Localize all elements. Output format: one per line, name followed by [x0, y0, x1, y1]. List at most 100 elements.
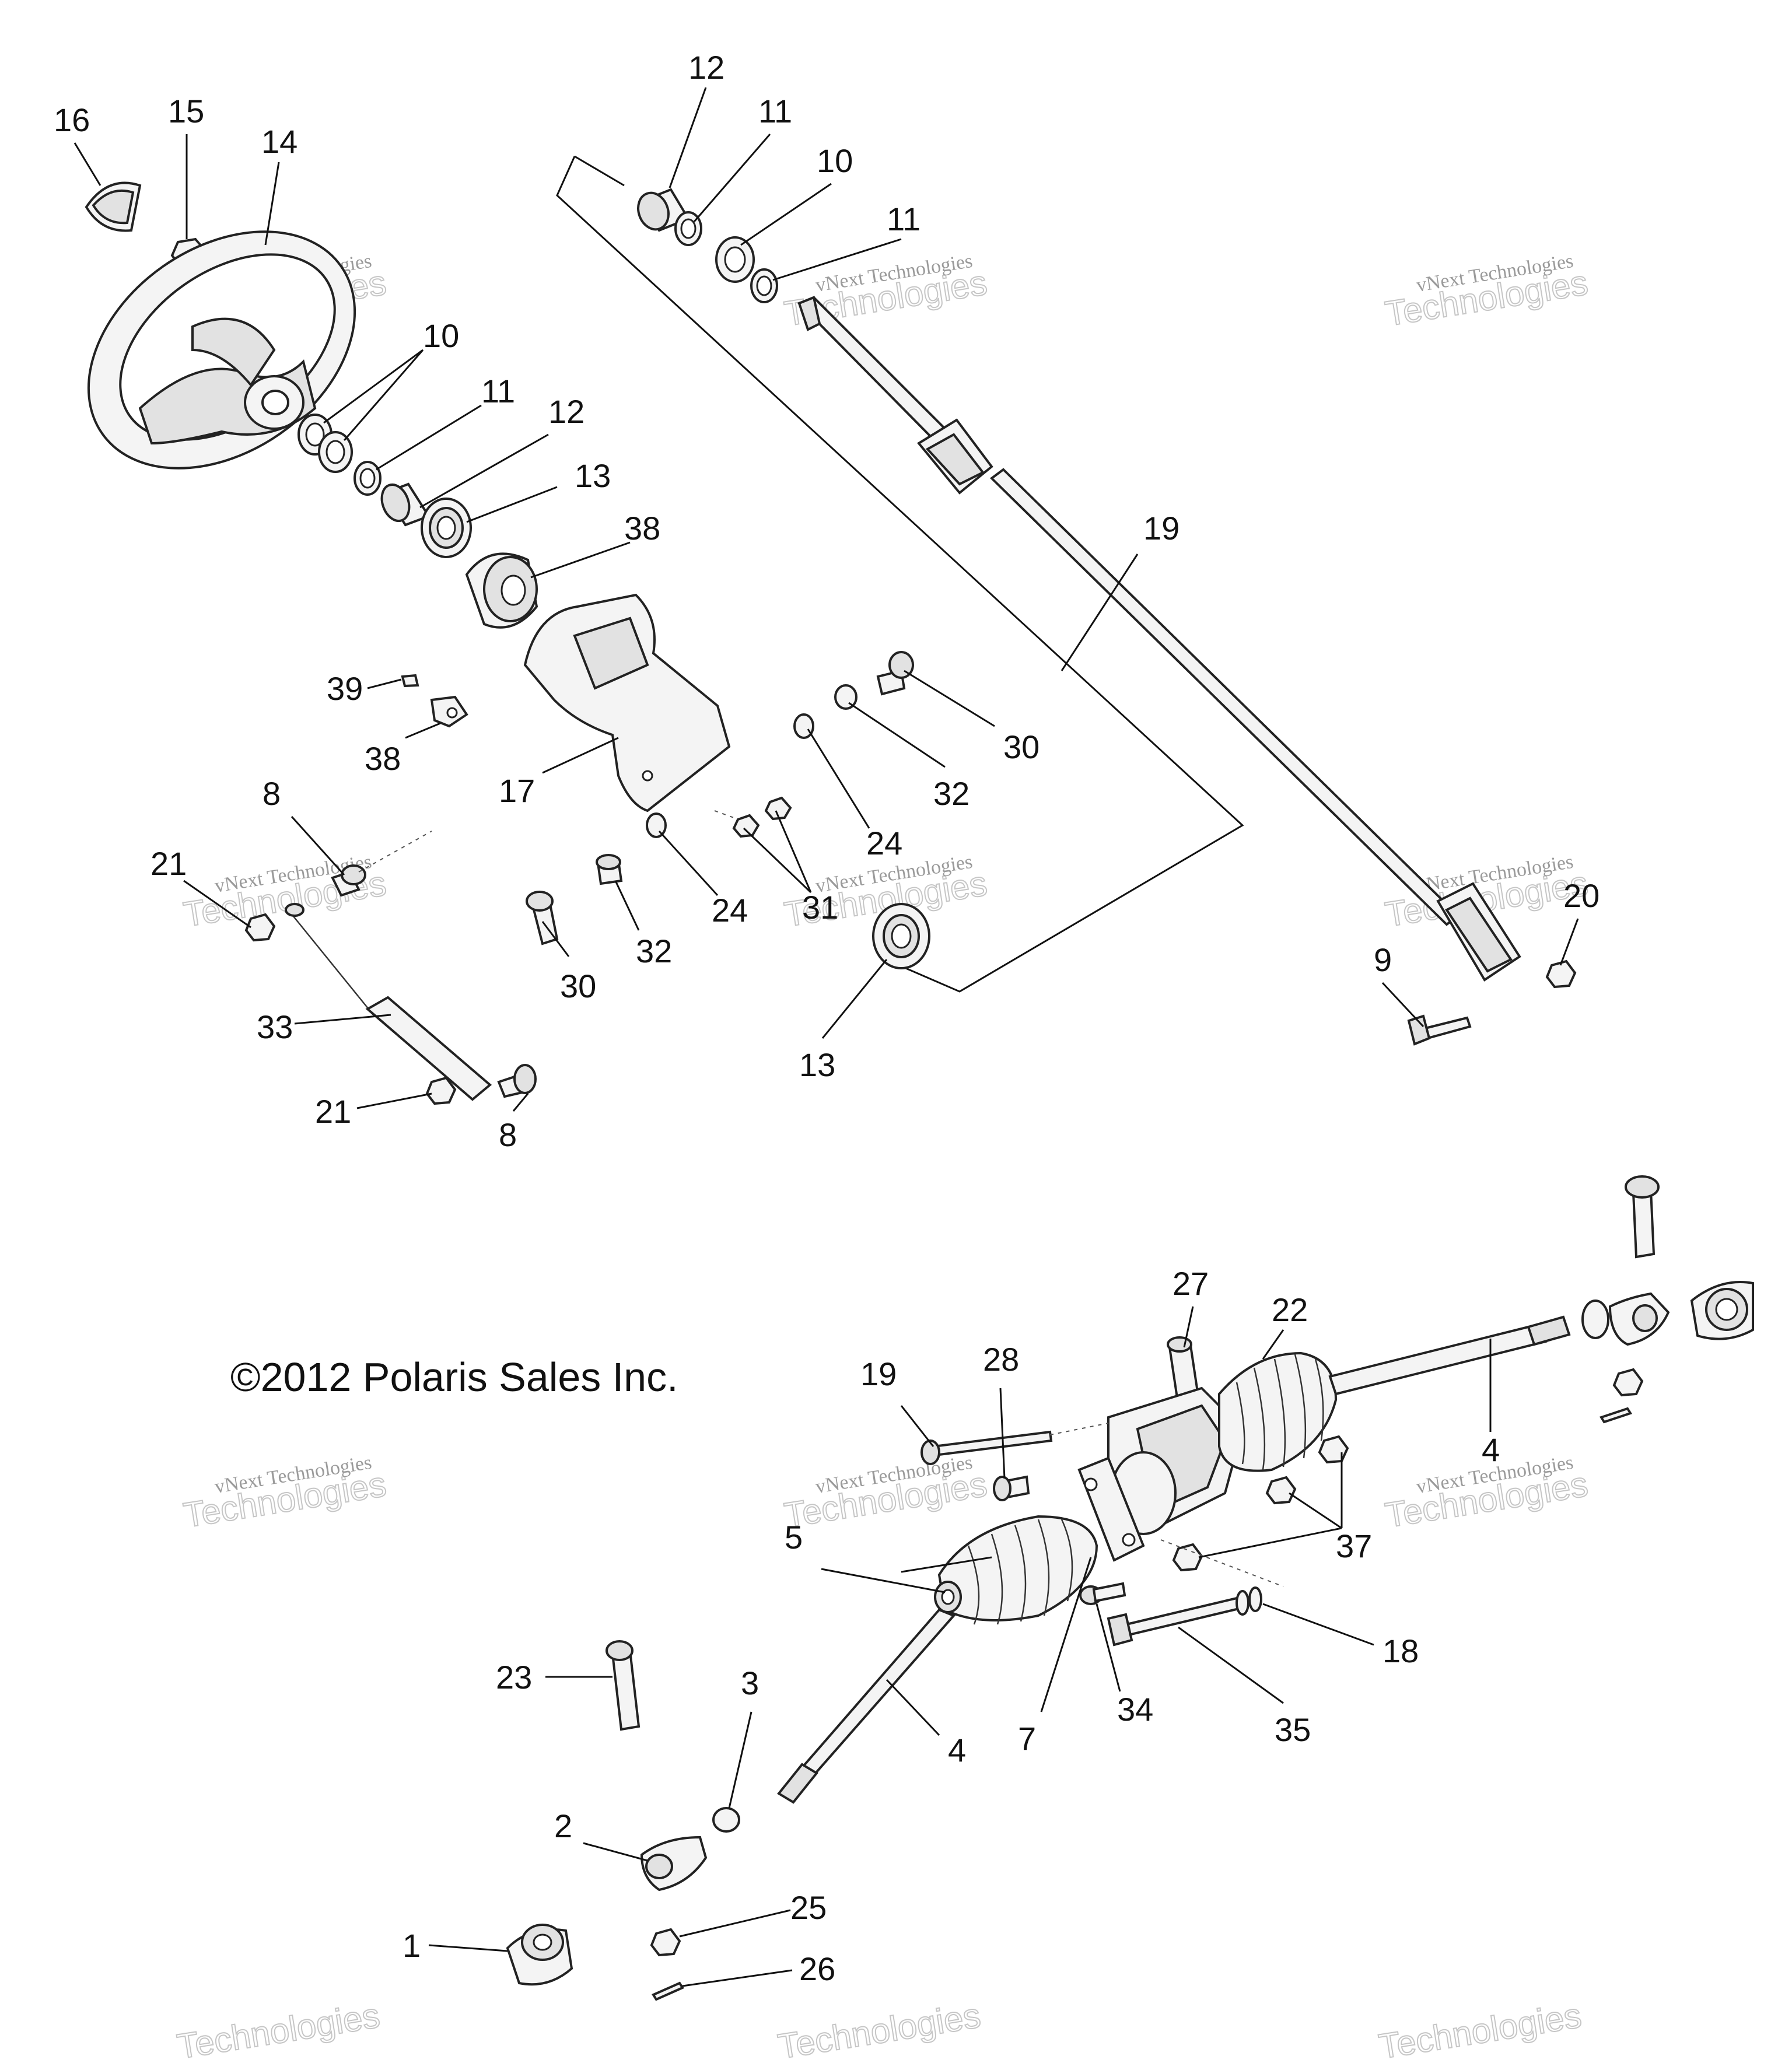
tie-rod-end: [640, 1836, 708, 1892]
callout-38: 38: [365, 740, 401, 777]
watermark: Technologies vNext Technologies: [781, 1452, 990, 1536]
callout-39: 39: [327, 670, 363, 707]
bracket-bolt: [1079, 1582, 1126, 1605]
cotter-pin: [652, 1981, 684, 2001]
pivot-bolt: [497, 1064, 537, 1098]
callout-7: 7: [1018, 1720, 1036, 1757]
callout-2: 2: [554, 1808, 572, 1844]
callout-27: 26: [799, 1950, 835, 1987]
svg-text:Technologies: Technologies: [174, 1996, 382, 2063]
callout-10: 10: [423, 317, 459, 354]
callout-32: 32: [933, 775, 970, 812]
locknut: [244, 913, 276, 942]
callout-19: 19: [1143, 510, 1180, 547]
mounting-nut: [1265, 1476, 1297, 1505]
watermark-layer: Technologies vNext Technologies Technolo…: [174, 250, 1591, 2063]
column-hub: [465, 552, 538, 629]
callout-5: 5: [785, 1519, 803, 1556]
steering-shaft: [797, 296, 1521, 982]
callout-37: 38: [624, 510, 660, 547]
flat-washer: [646, 812, 667, 838]
callout-13: 13: [575, 457, 611, 494]
callout-11: 11: [758, 93, 792, 129]
through-bolt: [1107, 1596, 1241, 1647]
watermark: Technologies vNext Technologies: [180, 1452, 389, 1536]
mounting-bolt-short: [993, 1475, 1030, 1501]
flat-washer: [793, 713, 814, 739]
castle-nut: [1612, 1368, 1644, 1397]
callout-22: 21: [150, 845, 187, 882]
callout-22: 21: [315, 1093, 351, 1130]
washer-hole: [680, 218, 696, 239]
watermark: Technologies vNext Technologies: [1382, 250, 1591, 334]
svg-text:Technologies: Technologies: [1376, 1996, 1584, 2063]
washer-hole: [326, 440, 345, 464]
knuckle-bushing: [1690, 1281, 1754, 1340]
tie-rod-left: [777, 1608, 956, 1804]
callout-21: 20: [1563, 877, 1600, 914]
exploded-view-outline: [556, 156, 1244, 993]
exploded-view-outline: [574, 155, 625, 187]
gas-strut: [285, 903, 492, 1101]
callout-20: 19: [860, 1356, 897, 1392]
spacer-bushing: [596, 854, 623, 885]
callout-8: 8: [499, 1116, 517, 1153]
callout-3: 3: [741, 1665, 759, 1701]
callout-23: 22: [1272, 1291, 1308, 1328]
jam-nut: [1581, 1300, 1609, 1339]
watermark: Technologies vNext Technologies: [180, 851, 389, 935]
steering-column-bracket: [523, 593, 731, 812]
pinion-fitting: [1167, 1336, 1200, 1407]
callout-26: 25: [790, 1889, 827, 1926]
callout-10: 10: [817, 142, 853, 179]
mounting-nut: [1318, 1435, 1349, 1464]
callout-35: 35: [1275, 1711, 1311, 1748]
tie-rod-end: [1608, 1292, 1670, 1346]
watermark: Technologies: [775, 1995, 984, 2063]
jam-nut: [712, 1807, 740, 1833]
callout-13: 13: [799, 1046, 835, 1083]
rack-boot-left: [934, 1515, 1098, 1625]
callout-36: 37: [1336, 1528, 1372, 1564]
washer-hole: [724, 246, 746, 273]
callout-29: 28: [983, 1341, 1019, 1378]
tie-rod-right: [1328, 1315, 1571, 1396]
shoulder-stud: [876, 651, 914, 696]
callout-11: 11: [887, 201, 921, 237]
assembly-guide-line: [714, 810, 747, 823]
callout-12: 12: [548, 393, 584, 430]
locknut: [732, 814, 760, 838]
ball-joint-bolt: [1625, 1175, 1660, 1259]
leader-lines: [74, 87, 1579, 1987]
mounting-nut: [1172, 1543, 1203, 1572]
callout-30: 30: [1003, 728, 1040, 765]
copyright-notice: ©2012 Polaris Sales Inc.: [230, 1354, 678, 1400]
washer: [1248, 1586, 1262, 1612]
horn-cap: [85, 181, 142, 232]
tie-rod-end-bolt: [606, 1640, 640, 1731]
callout-11: 11: [481, 373, 515, 409]
watermark: Technologies: [174, 1995, 383, 2063]
castle-nut: [650, 1928, 681, 1957]
callout-labels: 16 15 14 12 11 10 11 10 11 12 13 38 19 3…: [54, 49, 1600, 1987]
callout-17: 17: [499, 772, 535, 809]
callout-18: 18: [1382, 1633, 1419, 1669]
watermark: Technologies: [1376, 1995, 1584, 2063]
cotter-pin: [1599, 1407, 1633, 1424]
washer-hole: [359, 468, 376, 489]
steering-wheel: [87, 230, 356, 470]
rack-boot: [1218, 1351, 1338, 1472]
callout-14: 14: [261, 123, 298, 160]
assembly-guide-line: [1160, 1539, 1284, 1587]
callout-31: 31: [802, 889, 838, 926]
callout-30: 30: [560, 968, 596, 1004]
pin: [401, 674, 419, 688]
assembly-guide-line: [358, 831, 432, 873]
callout-16: 16: [54, 101, 90, 138]
callout-32: 32: [636, 933, 672, 969]
callout-24: 23: [496, 1659, 532, 1696]
callout-9: 9: [1374, 941, 1392, 978]
callout-4: 4: [1482, 1431, 1500, 1468]
callout-25: 24: [712, 892, 748, 929]
